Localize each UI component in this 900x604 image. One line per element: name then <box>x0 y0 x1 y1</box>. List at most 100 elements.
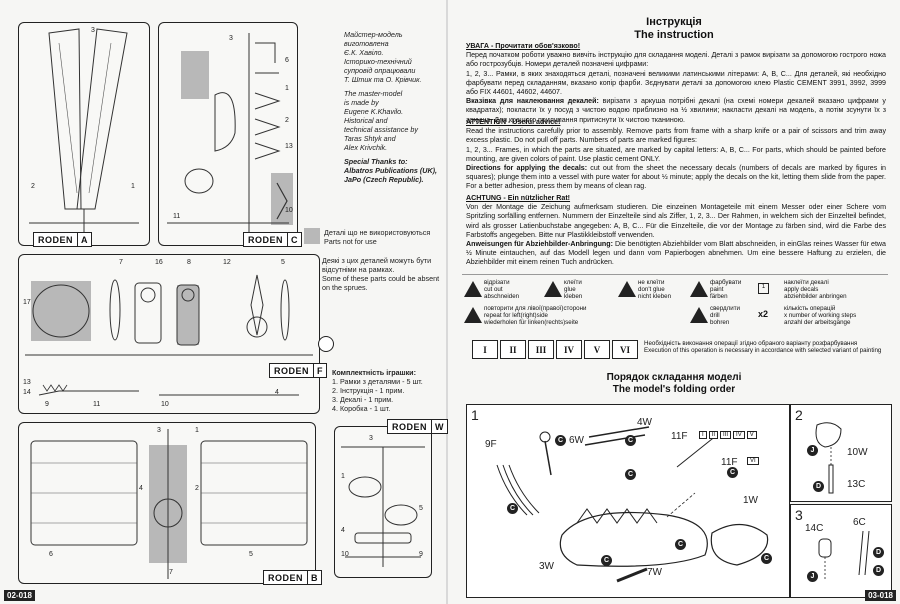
en-decal-text: cut out from the sheet the necessary dec… <box>466 164 886 191</box>
credit-en-5: technical assistance by <box>344 125 418 134</box>
variant-box-4: IV <box>556 340 582 359</box>
paint-icon <box>690 281 708 297</box>
part-label-3w: 3W <box>539 561 554 572</box>
assembly-title-en: The model's folding order <box>612 384 736 395</box>
completeness-item-3: 3. Декалі - 1 прим. <box>332 395 394 404</box>
de-heading: ACHTUNG - Ein nützlicher Rat! <box>466 194 571 202</box>
de-decal-heading: Anweisungen für Abziehbilder-Anbringung: <box>466 240 613 249</box>
ua-instructions: УВАГА - Прочитати обов'язково! Перед поч… <box>466 42 886 125</box>
symbols-legend: відрізати cut out abschneiden клеїти glu… <box>462 274 888 335</box>
variant-tag: VI <box>747 457 759 465</box>
sprue-f: 17 7 16 8 12 5 13 14 9 11 10 4 RODEN F <box>18 254 327 414</box>
part-label-11f-a: 11F <box>671 431 688 442</box>
part-label-13c: 13C <box>847 479 866 490</box>
left-page-number: 02-018 <box>4 590 35 601</box>
variant-box-3: III <box>528 340 554 359</box>
step-3-number: 3 <box>795 507 803 523</box>
credit-ua-5: супровід опрацювали <box>344 66 416 75</box>
paint-label: фарбувати paint färben <box>710 279 742 300</box>
part-label-4w: 4W <box>637 417 652 428</box>
sprue-w: 3 1 5 4 10 9 RODEN W <box>334 419 448 578</box>
variant-box-6: VI <box>612 340 638 359</box>
left-page: 3 2 1 RODEN A 3 6 1 2 13 10 11 RODEN C <box>0 0 448 604</box>
sprue-letter: F <box>313 364 326 377</box>
variant-tag: IV <box>733 431 745 439</box>
variant-tag: II <box>708 431 719 439</box>
sprue-tag-a: RODEN A <box>33 232 92 247</box>
ua-decal-heading: Вказівка для наклеювання декалей: <box>466 97 599 106</box>
sprue-tag-f: RODEN F <box>269 363 327 378</box>
thanks-title: Special Thanks to: <box>344 157 408 166</box>
right-page: Інструкція The instruction УВАГА - Прочи… <box>448 0 900 604</box>
paint-j-marker: J <box>807 445 818 456</box>
times-label: кількість операцій x number of working s… <box>784 305 857 326</box>
de-decal-text: Die benötigten Abziehbilder vom Blatt ab… <box>466 240 886 267</box>
completeness-item-1: 1. Рамки з деталями - 5 шт. <box>332 377 423 386</box>
paint-c-marker: C <box>555 435 566 446</box>
sprue-tag-w: RODEN W <box>387 419 448 434</box>
part-label-9f: 9F <box>485 439 497 450</box>
variant-tag: III <box>720 431 732 439</box>
en-para-2: 1, 2, 3... Frames, in which the parts ar… <box>466 145 886 163</box>
unused-ua: Деталі що не використовуються <box>324 228 431 237</box>
variant-note: Необхідність виконання операції згідно о… <box>644 340 894 354</box>
right-page-number: 03-018 <box>865 590 896 601</box>
repeat-label: повторити для лівої(правої)сторони repea… <box>484 305 587 326</box>
decal-label: наклеїти декалі apply decals abziehbilde… <box>784 279 847 300</box>
step-1-variants-a: I II III IV V <box>699 431 757 439</box>
cut-icon <box>464 281 482 297</box>
sprue-brand: RODEN <box>274 365 310 376</box>
unused-en: Parts not for use <box>324 237 377 246</box>
no-glue-icon <box>618 281 636 297</box>
sprue-letter: A <box>77 233 91 246</box>
credit-en-6: Taras Shtyk and <box>344 134 396 143</box>
variant-box-5: V <box>584 340 610 359</box>
step-1-box: 1 9F 6W 4W 11F I II III IV V 11F VI 1W <box>466 404 790 598</box>
variant-box-1: I <box>472 340 498 359</box>
sprue-tag-b: RODEN B <box>263 570 322 585</box>
en-heading: ATTENTION - Useful advice! <box>466 118 561 126</box>
ua-para-2: 1, 2, 3... Рамки, в яких знаходяться дет… <box>466 69 886 97</box>
en-decal-heading: Directions for applying the decals: <box>466 164 588 173</box>
part-label-10w: 10W <box>847 447 868 458</box>
credit-ua-4: Історико-технічний <box>344 57 412 66</box>
step-1-number: 1 <box>471 407 479 423</box>
credit-ua-6: Т. Штик та О. Крівчик. <box>344 75 422 84</box>
absent-ua-2: відсутніми на рамках. <box>322 265 395 274</box>
de-instructions: ACHTUNG - Ein nützlicher Rat! Von der Mo… <box>466 194 886 268</box>
completeness-block: Комплектність іграшки: 1. Рамки з деталя… <box>332 368 444 413</box>
paint-d-marker: D <box>873 565 884 576</box>
credit-ua-2: виготовлена <box>344 39 389 48</box>
step-3-box: 3 14C 6C J D D <box>790 504 892 598</box>
drill-label: свердлити drill bohren <box>710 305 741 326</box>
part-label-6w: 6W <box>569 435 584 446</box>
step-1-drawing <box>496 426 769 583</box>
completeness-item-2: 2. Інструкція - 1 прим. <box>332 386 405 395</box>
variant-note-en: Execution of this operation is necessary… <box>644 347 882 354</box>
en-para-1: Read the instructions carefully prior to… <box>466 127 886 145</box>
absent-en-1: Some of these parts could be absent <box>322 274 440 283</box>
paint-c-marker: C <box>601 555 612 566</box>
no-glue-label: не клеїти don't glue nicht kleben <box>638 279 672 300</box>
ua-decal-text: вирізати з аркуша потрібні декалі (на сх… <box>466 97 886 124</box>
part-label-14c: 14C <box>805 523 824 534</box>
sprue-a-parts <box>29 28 139 243</box>
times-icon: x2 <box>758 309 769 319</box>
unused-part-shade <box>177 285 199 345</box>
part-label-7w: 7W <box>647 567 662 578</box>
sprue-f-parts <box>25 274 313 396</box>
credits-block: Майстер-модель виготовлена Є.К. Хавіло. … <box>344 30 442 184</box>
step-2-number: 2 <box>795 407 803 423</box>
step-2-drawing <box>815 422 842 494</box>
paint-c-marker: C <box>625 435 636 446</box>
credit-en-2: is made by <box>344 98 379 107</box>
sprue-letter: B <box>307 571 321 584</box>
variant-tag: I <box>699 431 707 439</box>
sprue-brand: RODEN <box>268 572 304 583</box>
unused-legend-text: Деталі що не використовуються Parts not … <box>324 228 444 246</box>
decal-icon: 1 <box>758 283 769 294</box>
part-label-1w: 1W <box>743 495 758 506</box>
unused-legend-swatch <box>304 228 320 244</box>
absent-ua-1: Деякі з цих деталей можуть бути <box>322 256 432 265</box>
drill-icon <box>690 307 708 323</box>
